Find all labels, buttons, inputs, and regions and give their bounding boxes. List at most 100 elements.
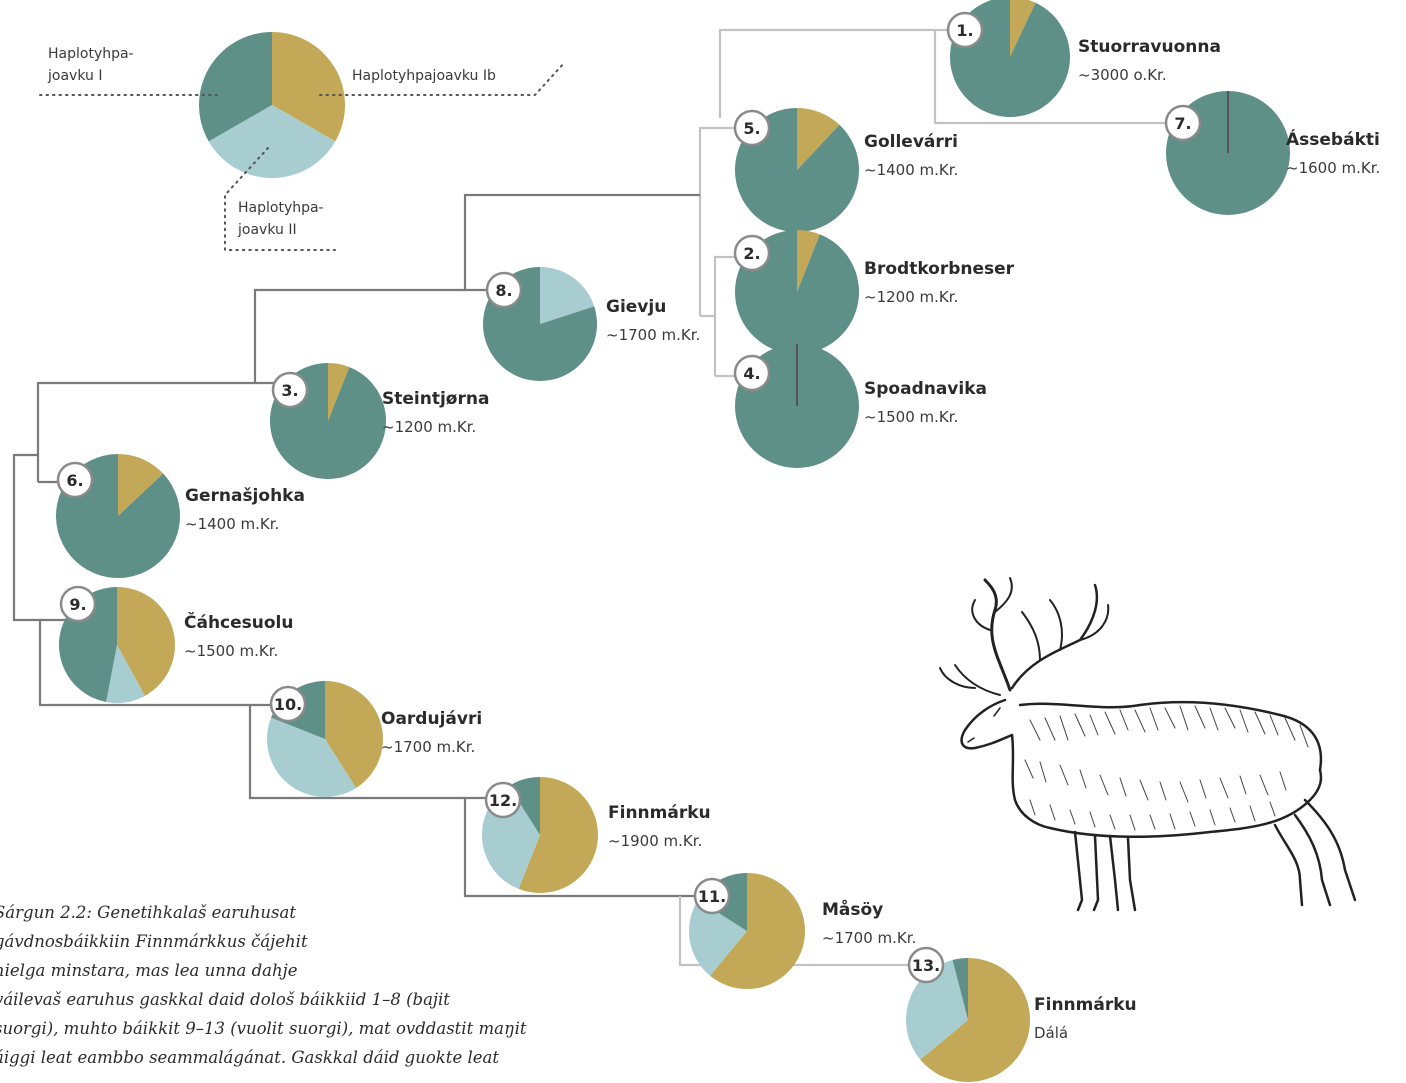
pie-slice-II bbox=[208, 105, 336, 178]
site-node: 1. Stuorravuonna ~3000 o.Kr. bbox=[946, 0, 1221, 117]
caption-line-2: gávdnosbáikkiin Finnmárkkus čájehit bbox=[0, 932, 308, 951]
site-number-badge bbox=[733, 109, 771, 147]
site-name: Čáhcesuolu bbox=[184, 611, 294, 633]
legend-label-Ib: Haplotyhpajoavku Ib bbox=[352, 68, 496, 84]
legend-leader-II bbox=[224, 147, 336, 251]
pie-slice-II bbox=[906, 959, 968, 1060]
site-date: ~1600 m.Kr. bbox=[1286, 159, 1380, 177]
site-node: 3. Steintjørna ~1200 m.Kr. bbox=[270, 363, 489, 480]
site-date: ~1700 m.Kr. bbox=[822, 929, 916, 947]
pie-slice-I bbox=[952, 958, 968, 1020]
site-number-badge bbox=[733, 354, 771, 392]
reindeer-illustration bbox=[939, 577, 1357, 912]
site-date: ~3000 o.Kr. bbox=[1078, 66, 1167, 84]
site-node: 9. Čáhcesuolu ~1500 m.Kr. bbox=[58, 585, 294, 703]
pie-slice-Ib bbox=[710, 873, 806, 989]
site-date: ~1700 m.Kr. bbox=[606, 326, 700, 344]
site-name: Måsöy bbox=[822, 898, 883, 920]
site-number-badge bbox=[59, 585, 97, 623]
pie-slice-Ib bbox=[325, 681, 383, 788]
site-number-badge bbox=[1164, 104, 1202, 142]
site-date: ~1500 m.Kr. bbox=[864, 408, 958, 426]
site-date: Dálá bbox=[1034, 1024, 1068, 1042]
site-number: 8. bbox=[495, 281, 512, 300]
site-name: Finnmárku bbox=[1034, 995, 1137, 1015]
site-number: 2. bbox=[743, 244, 760, 263]
site-name: Spoadnavika bbox=[864, 379, 987, 399]
site-number: 6. bbox=[66, 471, 83, 490]
site-date: ~1400 m.Kr. bbox=[185, 515, 279, 533]
site-number-badge bbox=[271, 371, 309, 409]
pie-slice-Ib bbox=[518, 777, 599, 893]
site-node: 10. Oardujávri ~1700 m.Kr. bbox=[267, 681, 482, 797]
site-name: Gievju bbox=[606, 297, 666, 317]
site-name: Gernašjohka bbox=[185, 486, 305, 506]
site-node: 12. Finnmárku ~1900 m.Kr. bbox=[482, 777, 711, 893]
site-name: Brodtkorbneser bbox=[864, 259, 1015, 279]
pie-slice-Ib bbox=[1010, 0, 1036, 57]
site-number: 7. bbox=[1174, 114, 1191, 133]
site-number: 1. bbox=[956, 21, 973, 40]
pie-slice-Ib bbox=[797, 230, 820, 292]
site-number-badge bbox=[733, 234, 771, 272]
site-name: Finnmárku bbox=[608, 803, 711, 823]
site-node: 8. Gievju ~1700 m.Kr. bbox=[483, 267, 700, 382]
site-number: 5. bbox=[743, 119, 760, 138]
site-date: ~1700 m.Kr. bbox=[381, 738, 475, 756]
site-number-badge bbox=[693, 877, 731, 915]
legend-label-I-line1: Haplotyhpa- bbox=[48, 46, 134, 62]
pie-slice-Ib bbox=[272, 32, 345, 142]
site-node: 4. Spoadnavika ~1500 m.Kr. bbox=[733, 344, 987, 468]
caption-line-5: suorgi), muhto báikkit 9–13 (vuolit suor… bbox=[0, 1019, 527, 1038]
legend-pie bbox=[199, 32, 345, 178]
legend-label-II-line2: joavku II bbox=[237, 222, 297, 238]
legend-pie-chart bbox=[199, 32, 345, 178]
pie-slice-Ib bbox=[118, 454, 164, 516]
tree-branches bbox=[12, 28, 1195, 967]
site-name: Ássebákti bbox=[1286, 128, 1380, 150]
site-number: 13. bbox=[912, 956, 940, 975]
site-number-badge bbox=[484, 781, 522, 819]
site-name: Steintjørna bbox=[382, 389, 489, 409]
figure-caption: Sárgun 2.2: Genetihkalaš earuhusat gávdn… bbox=[0, 898, 614, 1072]
site-node: 7. Ássebákti ~1600 m.Kr. bbox=[1164, 91, 1380, 215]
site-nodes: 1. Stuorravuonna ~3000 o.Kr. 7. Ássebákti ~16… bbox=[55, 0, 1380, 1082]
site-number-badge bbox=[907, 946, 945, 984]
haplogroup-legend: Haplotyhpa- joavku I Haplotyhpajoavku Ib… bbox=[39, 32, 566, 251]
pie-slice-Ib bbox=[117, 587, 176, 696]
pie-slice-II bbox=[540, 267, 595, 324]
site-node: 5. Gollevárri ~1400 m.Kr. bbox=[733, 108, 958, 232]
legend-leader-Ib bbox=[319, 61, 566, 96]
caption-line-6: áiggi leat eambbo seammalágánat. Gaskkal… bbox=[0, 1048, 499, 1067]
site-number-badge bbox=[269, 685, 307, 723]
site-node: 2.Brodtkorbneser~1200 m.Kr. bbox=[733, 229, 1015, 354]
site-date: ~1900 m.Kr. bbox=[608, 832, 702, 850]
site-number-badge bbox=[485, 271, 523, 309]
pie-slice-Ib bbox=[920, 958, 1030, 1082]
site-number: 3. bbox=[281, 381, 298, 400]
site-date: ~1500 m.Kr. bbox=[184, 642, 278, 660]
site-pie bbox=[906, 958, 1030, 1082]
legend-label-I-line2: joavku I bbox=[47, 68, 102, 84]
site-number: 10. bbox=[274, 695, 302, 714]
site-number: 12. bbox=[489, 791, 517, 810]
site-number: 9. bbox=[69, 595, 86, 614]
site-date: ~1400 m.Kr. bbox=[864, 161, 958, 179]
site-number: 11. bbox=[698, 887, 726, 906]
caption-line-1: Sárgun 2.2: Genetihkalaš earuhusat bbox=[0, 903, 296, 922]
site-date: ~1200 m.Kr. bbox=[382, 418, 476, 436]
site-number-badge bbox=[56, 461, 94, 499]
site-number-badge bbox=[946, 11, 984, 49]
pie-slice-Ib bbox=[797, 108, 840, 170]
pie-slice-II bbox=[106, 645, 145, 703]
site-number: 4. bbox=[743, 364, 760, 383]
site-name: Gollevárri bbox=[864, 132, 958, 152]
pie-slice-I bbox=[199, 32, 272, 142]
site-node: 11. Måsöy ~1700 m.Kr. bbox=[689, 873, 916, 989]
site-name: Oardujávri bbox=[381, 709, 482, 729]
site-name: Stuorravuonna bbox=[1078, 37, 1221, 57]
caption-line-3: hielga minstara, mas lea unna dahje bbox=[0, 961, 298, 980]
site-node: 6. Gernašjohka ~1400 m.Kr. bbox=[55, 454, 305, 578]
pie-slice-II bbox=[689, 899, 747, 976]
